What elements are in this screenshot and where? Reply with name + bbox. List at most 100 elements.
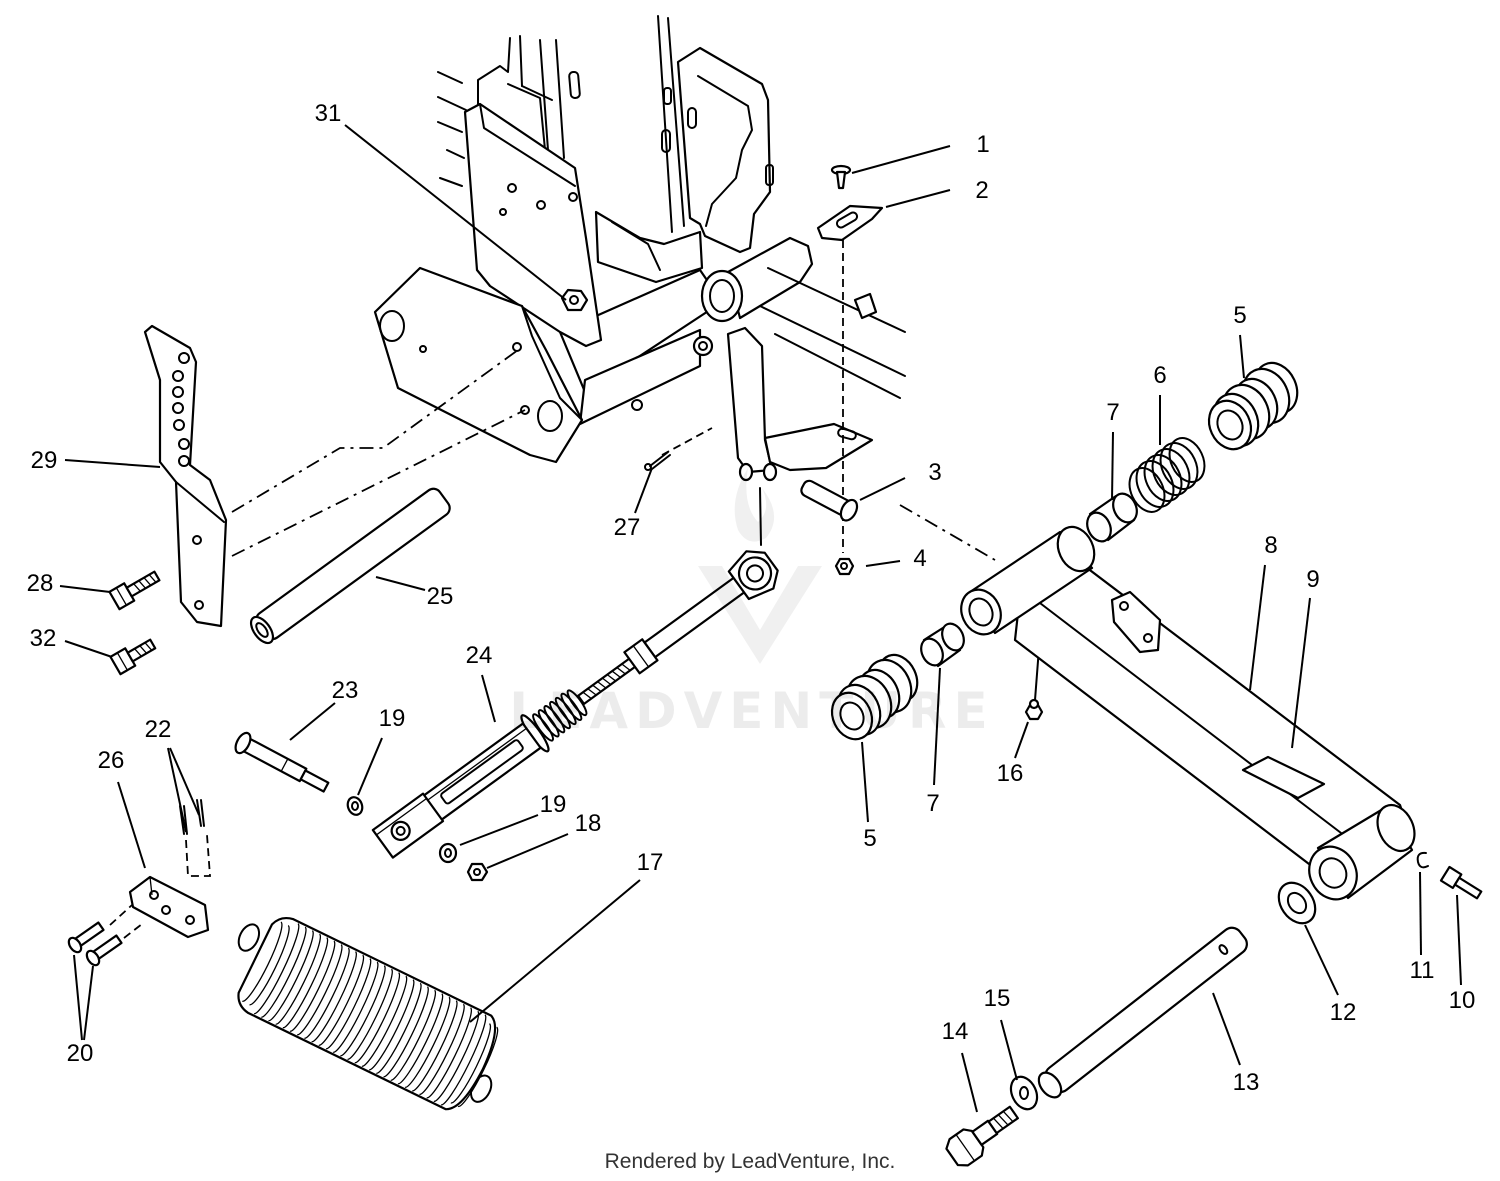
leader-line (859, 477, 906, 501)
leader-line (961, 1052, 978, 1113)
leader-line (1304, 924, 1339, 996)
callout-label: 9 (1306, 566, 1319, 593)
spring-6 (1128, 437, 1206, 513)
leader-line (861, 741, 869, 823)
leader-line (486, 833, 569, 869)
callout-label: 32 (30, 625, 57, 652)
leader-line (64, 459, 161, 468)
callout-label: 25 (427, 583, 454, 610)
leader-line (64, 640, 113, 658)
spring-coil (397, 993, 444, 1085)
leader-line (1000, 1019, 1018, 1081)
callout-label: 8 (1264, 532, 1277, 559)
leader-line (83, 965, 94, 1041)
plate-2 (816, 204, 884, 242)
watermark-text: LEADVENTURE (509, 682, 994, 740)
tube-25 (249, 487, 451, 645)
pin-3 (800, 479, 859, 522)
callout-label: 2 (975, 177, 988, 204)
leader-line (344, 124, 567, 301)
callout-label: 13 (1233, 1069, 1260, 1096)
leader-lines (59, 124, 1462, 1113)
spring-coil (368, 979, 415, 1071)
callout-label: 20 (67, 1040, 94, 1067)
leader-line (469, 879, 641, 1023)
spring-coil (404, 996, 451, 1088)
leader-line (1249, 564, 1266, 691)
spring-coil (289, 940, 336, 1032)
spring-coil (311, 951, 357, 1043)
extension-spring-17 (237, 916, 499, 1111)
pivot-pin-13 (1037, 926, 1248, 1099)
leader-line (167, 747, 187, 833)
spring-coil (354, 972, 401, 1064)
bushing-7-upper (1086, 492, 1138, 543)
washer-19-lower (438, 842, 458, 864)
spring-coil (383, 986, 429, 1078)
callout-label: 3 (928, 459, 941, 486)
spring-coil (412, 1000, 458, 1092)
callout-label: 7 (1106, 399, 1119, 426)
callout-label: 26 (98, 747, 125, 774)
bolt-32 (109, 638, 157, 676)
pin-23 (234, 731, 330, 793)
callout-label: 18 (575, 810, 602, 837)
callout-label: 16 (997, 760, 1024, 787)
spring-coil (253, 923, 300, 1015)
leader-line (1291, 597, 1311, 749)
callout-label: 10 (1449, 987, 1476, 1014)
swing-arm-8 (960, 525, 1416, 901)
leader-line (73, 954, 83, 1041)
callout-label: 23 (332, 677, 359, 704)
leader-line (885, 189, 951, 208)
leader-line (1111, 431, 1114, 501)
bumper-5-lower (830, 653, 919, 741)
spring-coil (457, 1026, 499, 1108)
nut-31 (560, 288, 589, 312)
adjustment-rod-assembly-24 (371, 550, 779, 859)
spring-coil (318, 954, 365, 1046)
clip-11 (1416, 851, 1429, 869)
leader-line (1212, 992, 1241, 1066)
leader-line (289, 702, 336, 741)
callout-label: 27 (614, 514, 641, 541)
spring-coil (376, 982, 422, 1074)
spring-coil (450, 1023, 492, 1104)
bracket-26 (128, 875, 210, 939)
washer-19-upper (346, 796, 364, 816)
leader-line (169, 747, 200, 816)
spring-coil (249, 924, 290, 1006)
leader-line (1456, 894, 1462, 986)
callout-label: 12 (1330, 999, 1357, 1026)
tractor-frame (373, 15, 906, 482)
spring-coil (340, 965, 386, 1057)
leader-line (933, 667, 941, 786)
nut-18 (466, 862, 489, 882)
callout-label: 19 (379, 705, 406, 732)
bolt-14 (945, 1105, 1019, 1167)
spring-coil (426, 1007, 473, 1099)
callout-numbers: 1 2 3 4 5 6 7 8 9 10 11 12 13 14 15 16 7… (27, 100, 1476, 1096)
spring-coil (261, 926, 307, 1018)
spring-coil (296, 944, 343, 1036)
callout-label: 15 (984, 985, 1011, 1012)
leader-line (459, 814, 539, 846)
screw-1 (830, 164, 852, 190)
grease-fitting-16 (1024, 698, 1044, 721)
callout-label: 22 (145, 716, 172, 743)
spring-coil (275, 933, 322, 1025)
leader-line (1239, 334, 1245, 379)
bolt-10 (1439, 865, 1483, 900)
cotter-pin-27 (644, 451, 671, 471)
spring-coil (304, 947, 350, 1039)
callout-label: 5 (863, 825, 876, 852)
spring-coil (361, 975, 408, 1067)
leader-line (375, 576, 426, 591)
leader-line (1419, 871, 1422, 956)
leader-line (851, 145, 951, 174)
callout-label: 31 (315, 100, 342, 127)
spring-coil (242, 921, 283, 1002)
callout-label: 17 (637, 849, 664, 876)
watermark-logo (734, 468, 775, 542)
